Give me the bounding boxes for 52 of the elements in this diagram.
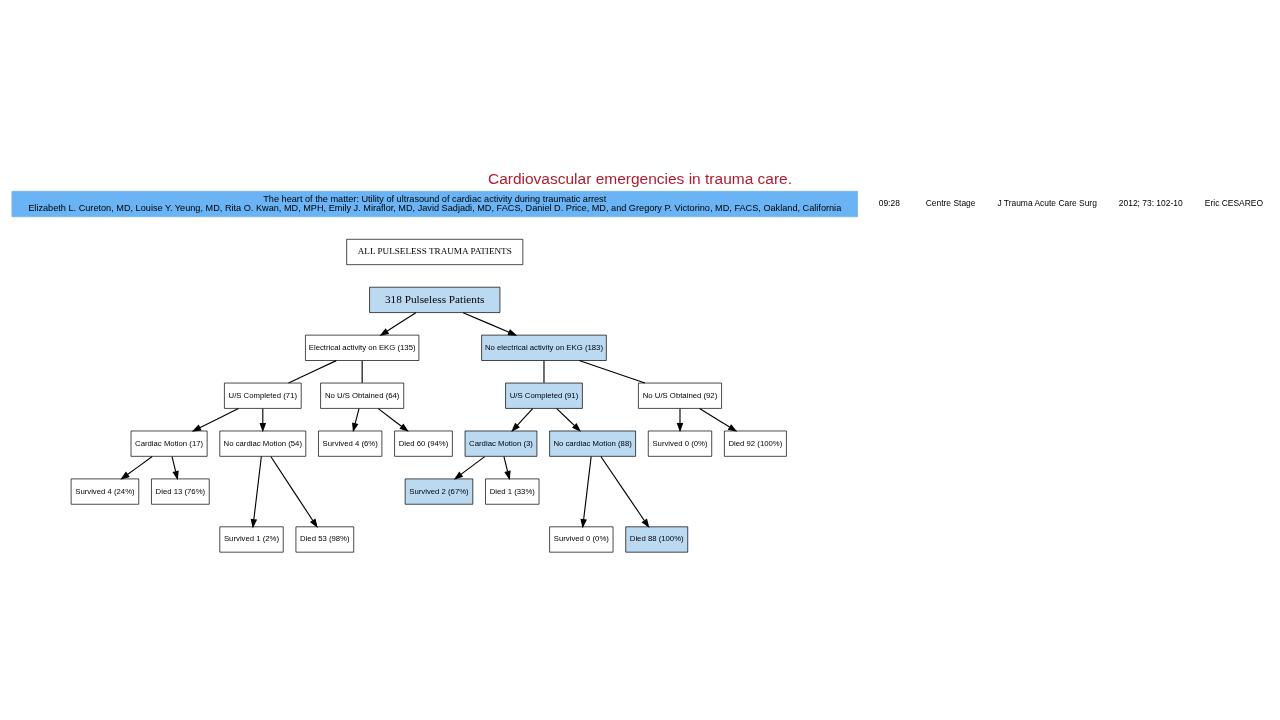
node-box: Survived 2 (67%) xyxy=(404,478,474,505)
node-box: Electrical activity on EKG (135) xyxy=(305,334,420,361)
arrow xyxy=(171,455,179,480)
arrow xyxy=(250,455,262,528)
node-box: No cardiac Motion (54) xyxy=(219,430,307,457)
node-box: Cardiac Motion (17) xyxy=(130,430,208,457)
connector xyxy=(361,359,363,383)
connector xyxy=(287,359,337,384)
node-box: 318 Pulseless Patients xyxy=(369,286,501,313)
node-box: The heart of the matter: Utility of ultrasound of cardiac activity during traumatic arrest Elizabeth L. Cureton, MD, Louise Y. Yeung, MD, Rita O. Kwan, MD, MPH, Emily J. Miraflor, MD, Javid Sadjadi, MD, FACS, Daniel D. Price, MD, and Gregory P. Victorino, MD, FACS, Oakland, California xyxy=(11,190,858,217)
arrow xyxy=(120,455,153,480)
node-box: Survived 4 (24%) xyxy=(70,478,140,505)
node-box: U/S Completed (91) xyxy=(505,382,583,409)
arrow xyxy=(503,455,511,480)
arrow xyxy=(191,407,239,432)
label: J Trauma Acute Care Surg xyxy=(997,197,1097,208)
arrow xyxy=(462,311,518,336)
node-box: Survived 1 (2%) xyxy=(219,525,284,553)
node-box: Died 92 (100%) xyxy=(724,430,787,457)
connector xyxy=(543,359,545,383)
node-box: U/S Completed (71) xyxy=(224,382,302,409)
diagram-title: Cardiovascular emergencies in trauma care. xyxy=(487,169,793,187)
arrow xyxy=(379,311,417,336)
node-box: Survived 0 (0%) xyxy=(647,430,713,457)
arrow xyxy=(270,455,318,528)
connector xyxy=(578,359,646,384)
node-box: No U/S Obtained (92) xyxy=(638,382,722,409)
arrow xyxy=(511,407,534,432)
label: 09:28 xyxy=(878,197,900,208)
arrow xyxy=(556,407,581,432)
label: Eric CESAREO xyxy=(1204,197,1263,208)
node-box: Died 60 (94%) xyxy=(394,430,453,457)
node-box: Survived 0 (0%) xyxy=(549,525,614,553)
node-box: ALL PULSELESS TRAUMA PATIENTS xyxy=(346,238,524,265)
arrow xyxy=(377,407,409,432)
node-box: Died 13 (76%) xyxy=(151,478,210,505)
arrow xyxy=(352,407,360,432)
arrow xyxy=(453,455,486,480)
node-box: No cardiac Motion (88) xyxy=(549,430,636,457)
node-box: Died 1 (33%) xyxy=(485,478,540,505)
node-box: Survived 4 (6%) xyxy=(318,430,383,457)
arrow xyxy=(580,455,592,528)
arrow xyxy=(600,455,650,528)
node-box: Cardiac Motion (3) xyxy=(464,430,538,457)
node-box: No U/S Obtained (64) xyxy=(320,382,405,409)
node-box: Died 88 (100%) xyxy=(625,525,689,553)
node-box: No electrical activity on EKG (183) xyxy=(481,334,607,361)
label: Centre Stage xyxy=(925,197,976,208)
arrow xyxy=(676,407,684,432)
arrow xyxy=(699,407,738,432)
label: 2012; 73: 102-10 xyxy=(1118,197,1183,208)
node-box: Died 53 (98%) xyxy=(295,525,355,553)
